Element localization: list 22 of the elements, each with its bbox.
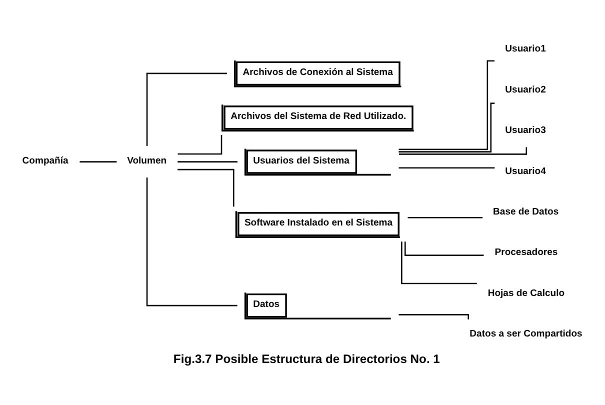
node-text: Compañía xyxy=(22,155,68,166)
caption: Fig.3.7 Posible Estructura de Directorios No. 1 xyxy=(173,352,440,366)
connector xyxy=(408,217,483,218)
node-text: Usuario2 xyxy=(505,84,546,96)
connector xyxy=(80,161,117,162)
connector xyxy=(404,242,484,256)
connector xyxy=(398,167,495,168)
node-text: Datos a ser Compartidos xyxy=(470,328,582,340)
node-text: Volumen xyxy=(127,155,167,166)
connector xyxy=(401,242,477,284)
node-text: Hojas de Calculo xyxy=(488,288,565,299)
node-text: Usuario1 xyxy=(505,44,546,55)
connector xyxy=(178,134,222,155)
node-text: Usuario3 xyxy=(505,125,546,136)
connector xyxy=(398,102,495,152)
node-text: Base de Datos xyxy=(493,206,559,218)
node-text: Procesadores xyxy=(494,247,558,258)
connector xyxy=(146,72,228,146)
node-text: Usuario4 xyxy=(505,166,546,177)
connector xyxy=(178,168,234,207)
connector xyxy=(146,177,238,306)
connector xyxy=(178,161,238,162)
